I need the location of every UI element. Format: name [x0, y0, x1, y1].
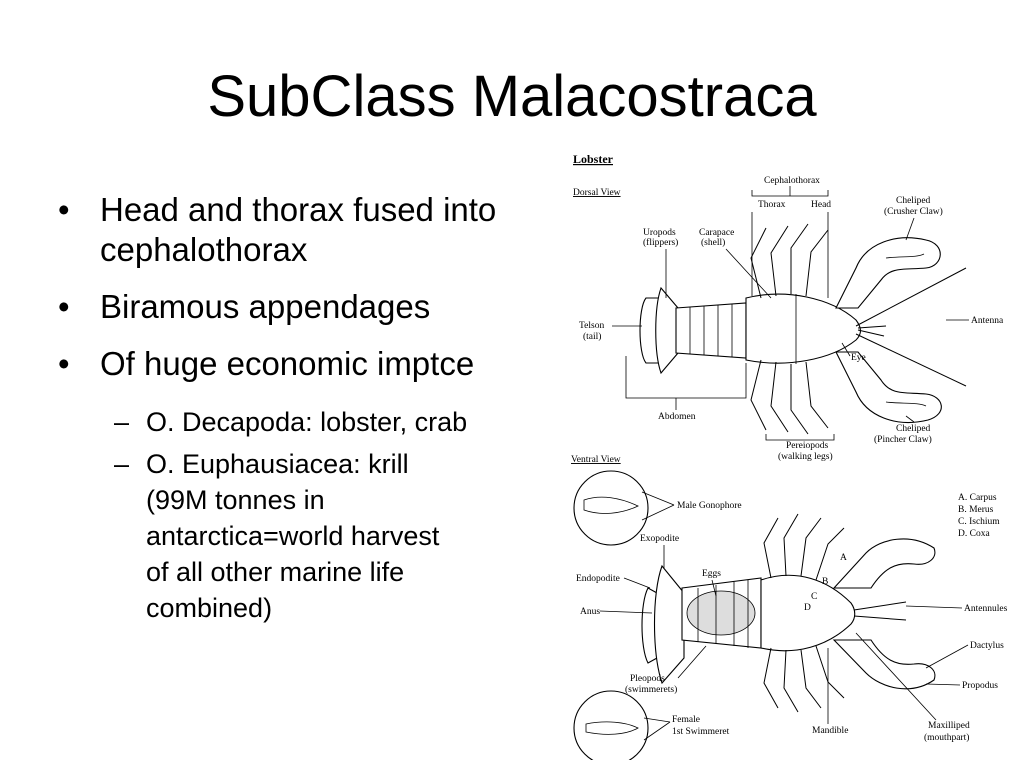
slide-title: SubClass Malacostraca	[207, 64, 817, 129]
label-carapace: Carapace	[699, 228, 734, 238]
bullet-economic: Of huge economic imptce	[58, 344, 558, 384]
segment-mark-a: A	[840, 553, 847, 563]
label-anus: Anus	[580, 607, 600, 617]
bullet-list: Head and thorax fused into cephalothorax…	[58, 190, 558, 392]
magnified-swimmeret-circle	[573, 690, 649, 760]
label-cheliped-top: Cheliped	[896, 196, 931, 206]
ventral-lobster-drawing	[641, 513, 936, 713]
legend-coxa: D. Coxa	[958, 529, 990, 539]
label-pleopods: Pleopods	[630, 674, 665, 684]
ventral-view-label: Ventral View	[571, 455, 621, 465]
label-mandible: Mandible	[812, 726, 848, 736]
label-telson-note: (tail)	[583, 331, 601, 342]
label-dactylus: Dactylus	[970, 641, 1004, 651]
label-propodus: Propodus	[962, 681, 998, 691]
label-walking-legs: (walking legs)	[778, 451, 833, 462]
label-first-swimmeret: 1st Swimmeret	[672, 727, 730, 737]
legend-merus: B. Merus	[958, 505, 994, 515]
label-antennules: Antennules	[964, 604, 1008, 614]
legend-carpus: A. Carpus	[958, 493, 997, 503]
bullet-cephalothorax: Head and thorax fused into cephalothorax	[58, 190, 558, 270]
dorsal-lobster-drawing	[639, 223, 967, 435]
bullet-biramous: Biramous appendages	[58, 287, 558, 327]
label-head: Head	[811, 200, 831, 210]
label-carapace-note: (shell)	[701, 237, 725, 248]
segment-mark-c: C	[811, 592, 817, 602]
label-antenna: Antenna	[971, 316, 1004, 326]
segment-mark-b: B	[822, 577, 828, 587]
label-endopodite: Endopodite	[576, 574, 620, 584]
label-cheliped-bottom: Cheliped	[896, 424, 931, 434]
label-eye: Eye	[851, 353, 866, 363]
label-uropods: Uropods	[643, 228, 676, 238]
label-pereiopods: Pereiopods	[786, 441, 829, 451]
sub-bullet-list: O. Decapoda: lobster, crab O. Euphausiac…	[58, 404, 568, 632]
lobster-anatomy-figure: Lobster Dorsal View Ceph	[571, 152, 1008, 760]
label-maxilliped: Maxilliped	[928, 721, 970, 731]
dorsal-view-label: Dorsal View	[573, 188, 621, 198]
label-uropods-note: (flippers)	[643, 237, 678, 248]
magnified-gonophore-circle	[573, 470, 649, 546]
label-cephalothorax: Cephalothorax	[764, 176, 820, 186]
sub-bullet-euphausiacea: O. Euphausiacea: krill (99M tonnes in an…	[58, 446, 468, 626]
legend-ischium: C. Ischium	[958, 517, 1000, 527]
bullet-economic-text: Of huge economic imptce	[100, 345, 475, 382]
segment-mark-d: D	[804, 603, 811, 613]
sub-bullet-decapoda: O. Decapoda: lobster, crab	[58, 404, 568, 440]
label-crusher-claw: (Crusher Claw)	[884, 206, 943, 217]
label-swimmerets: (swimmerets)	[625, 684, 677, 695]
label-female: Female	[672, 715, 700, 725]
label-telson: Telson	[579, 321, 604, 331]
figure-heading: Lobster	[573, 152, 614, 166]
label-pincher-claw: (Pincher Claw)	[874, 434, 932, 445]
label-thorax: Thorax	[758, 200, 786, 210]
label-exopodite: Exopodite	[640, 534, 679, 544]
label-eggs: Eggs	[702, 569, 721, 579]
label-abdomen: Abdomen	[658, 412, 696, 422]
label-male-gonophore: Male Gonophore	[677, 501, 742, 511]
label-mouthpart: (mouthpart)	[924, 732, 969, 743]
